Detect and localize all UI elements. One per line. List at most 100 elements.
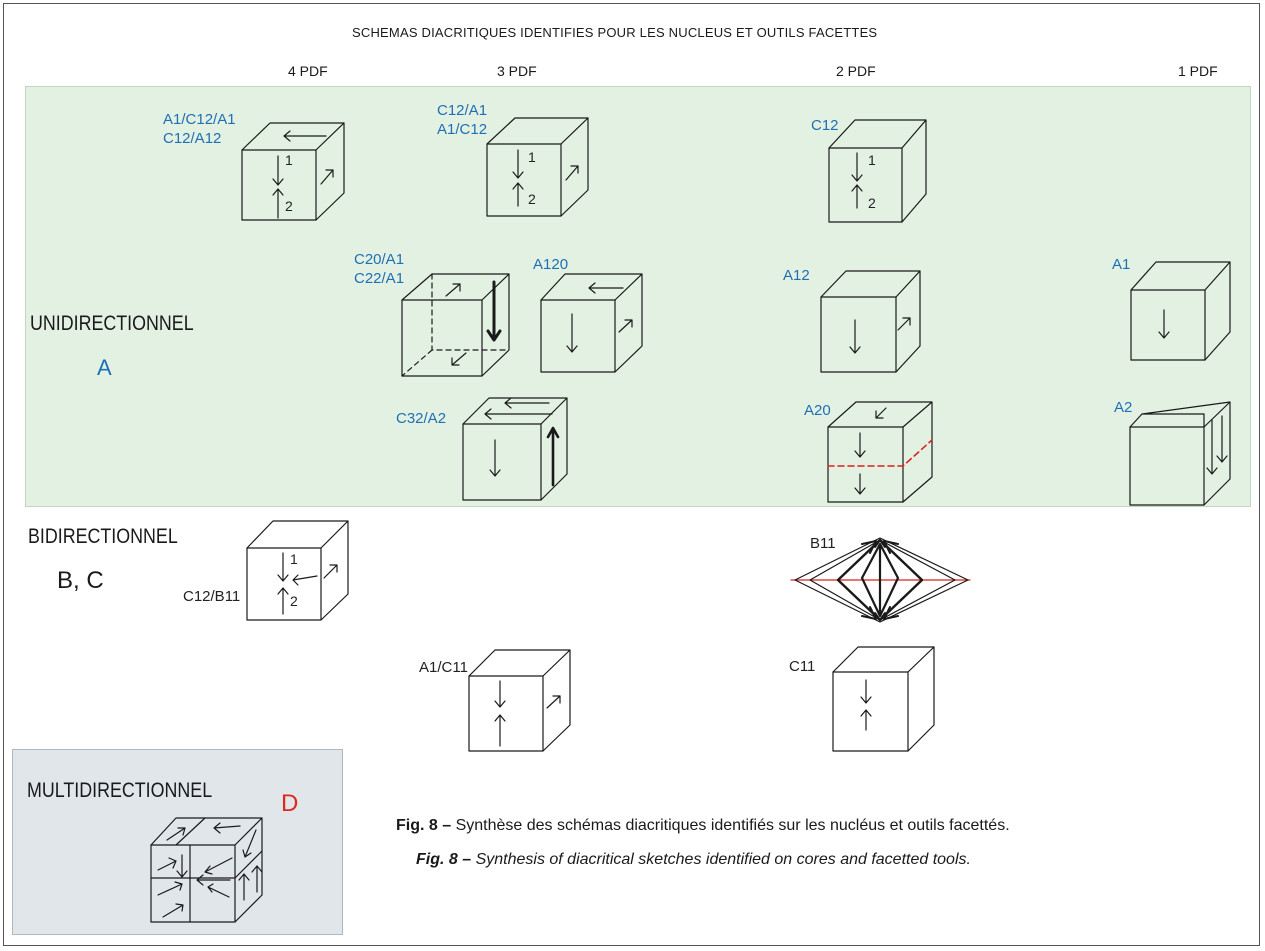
scheme-label-line: A1/C12 [437, 121, 488, 138]
cube-a1c12a1 [241, 122, 345, 221]
scheme-label-c32a2: C32/A2 [396, 410, 447, 427]
cube-multidirectional [150, 817, 263, 923]
arrow-icon [176, 854, 188, 878]
arrow-icon [849, 319, 861, 354]
arrow-icon [251, 865, 263, 893]
arrow-icon [618, 319, 633, 333]
arrow-icon [196, 874, 231, 886]
arrow-icon [272, 188, 284, 219]
group-letter-bc: B, C [57, 567, 104, 594]
cube-c12 [828, 119, 927, 223]
arrow-icon [875, 407, 887, 419]
order-mark-1: 1 [868, 152, 876, 168]
arrow-icon [207, 883, 230, 898]
cube-c11 [832, 646, 935, 752]
arrow-icon [484, 408, 553, 420]
cube-c32a2 [462, 397, 568, 501]
arrow-icon [213, 822, 241, 834]
arrow-icon [204, 857, 233, 875]
order-mark-1: 1 [290, 551, 298, 567]
scheme-label-a120: A120 [533, 256, 569, 273]
order-mark-1: 1 [528, 149, 536, 165]
cube-c12b11 [246, 520, 349, 621]
arrow-icon [283, 130, 327, 142]
column-header-2pdf: 2 PDF [836, 63, 876, 79]
arrow-icon [242, 829, 257, 858]
order-mark-2: 2 [868, 195, 876, 211]
order-mark-2: 2 [528, 191, 536, 207]
caption-french-text: Synthèse des schémas diacritiques identi… [451, 817, 1010, 834]
scheme-label-line: C22/A1 [354, 270, 405, 287]
arrow-icon [445, 283, 461, 297]
cube-a1 [1130, 261, 1231, 361]
scheme-label-c12: C12 [811, 117, 839, 134]
arrow-icon [854, 432, 866, 458]
arrow-icon [277, 587, 289, 615]
arrow-icon [860, 709, 872, 731]
scheme-label-a1: A1 [1112, 256, 1131, 273]
arrow-icon [272, 155, 284, 186]
cube-c20a1 [401, 273, 510, 377]
arrow-icon [451, 352, 467, 366]
dashed-red-line [827, 439, 933, 467]
scheme-label-a12: A12 [783, 267, 810, 284]
arrow-icon [494, 714, 506, 747]
caption-french: Fig. 8 – Synthèse des schémas diacritiqu… [396, 818, 1010, 834]
cube-a12 [820, 270, 921, 373]
cube-a2 [1129, 401, 1231, 506]
group-label-bidirectional: BIDIRECTIONNEL [28, 525, 178, 548]
arrow-icon [512, 149, 524, 179]
arrow-icon [1216, 415, 1228, 463]
arrow-icon [851, 184, 863, 209]
cube-a120 [540, 273, 643, 373]
arrow-icon [166, 827, 186, 841]
arrow-icon [494, 680, 506, 708]
caption-english: Fig. 8 – Synthesis of diacritical sketch… [416, 852, 971, 868]
cube-a20 [827, 401, 933, 503]
group-label-unidirectional: UNIDIRECTIONNEL [30, 312, 194, 335]
arrow-icon [546, 426, 560, 487]
arrow-icon [320, 169, 334, 185]
order-mark-2: 2 [290, 593, 298, 609]
arrow-icon [1206, 419, 1218, 475]
group-letter-d: D [281, 790, 299, 817]
arrow-icon [157, 857, 177, 871]
group-label-multidirectional: MULTIDIRECTIONNEL [27, 779, 213, 802]
arrow-icon [162, 903, 184, 918]
arrow-icon [546, 695, 561, 709]
scheme-label-a20: A20 [804, 402, 831, 419]
arrow-icon [512, 182, 524, 207]
arrow-icon [565, 165, 579, 181]
figure-title: SCHEMAS DIACRITIQUES IDENTIFIES POUR LES… [352, 25, 878, 40]
group-letter-a: A [97, 355, 112, 380]
arrow-icon [238, 873, 250, 901]
diagram-b11 [790, 537, 971, 623]
arrow-icon [504, 397, 550, 409]
arrow-icon [292, 574, 318, 586]
unidirectional-zone [25, 86, 1251, 507]
scheme-label-c12b11: C12/B11 [183, 588, 241, 605]
arrow-icon [323, 564, 338, 579]
cube-a1c11 [468, 649, 571, 752]
caption-french-prefix: Fig. 8 – [396, 817, 452, 834]
caption-english-text: Synthesis of diacritical sketches identi… [471, 851, 971, 868]
column-header-4pdf: 4 PDF [288, 63, 328, 79]
scheme-label-c11: C11 [789, 658, 816, 675]
arrow-icon [588, 282, 624, 294]
scheme-label-line: C20/A1 [354, 251, 405, 268]
figure-frame [3, 3, 1260, 946]
column-header-3pdf: 3 PDF [497, 63, 537, 79]
scheme-label-c12a1: C12/A1 A1/C12 [437, 101, 487, 139]
scheme-label-c20a1: C20/A1 C22/A1 [354, 250, 404, 288]
arrow-icon [851, 152, 863, 182]
column-header-1pdf: 1 PDF [1178, 63, 1218, 79]
scheme-label-line: C12/A12 [163, 130, 222, 147]
arrow-icon [897, 317, 911, 331]
arrow-icon [1158, 309, 1170, 339]
scheme-label-a1c12a1: A1/C12/A1 C12/A12 [163, 110, 236, 148]
arrow-icon [277, 552, 289, 582]
arrow-icon [157, 881, 183, 896]
order-mark-1: 1 [285, 152, 293, 168]
scheme-label-a1c11: A1/C11 [419, 659, 468, 676]
cube-c12a1 [486, 117, 589, 217]
